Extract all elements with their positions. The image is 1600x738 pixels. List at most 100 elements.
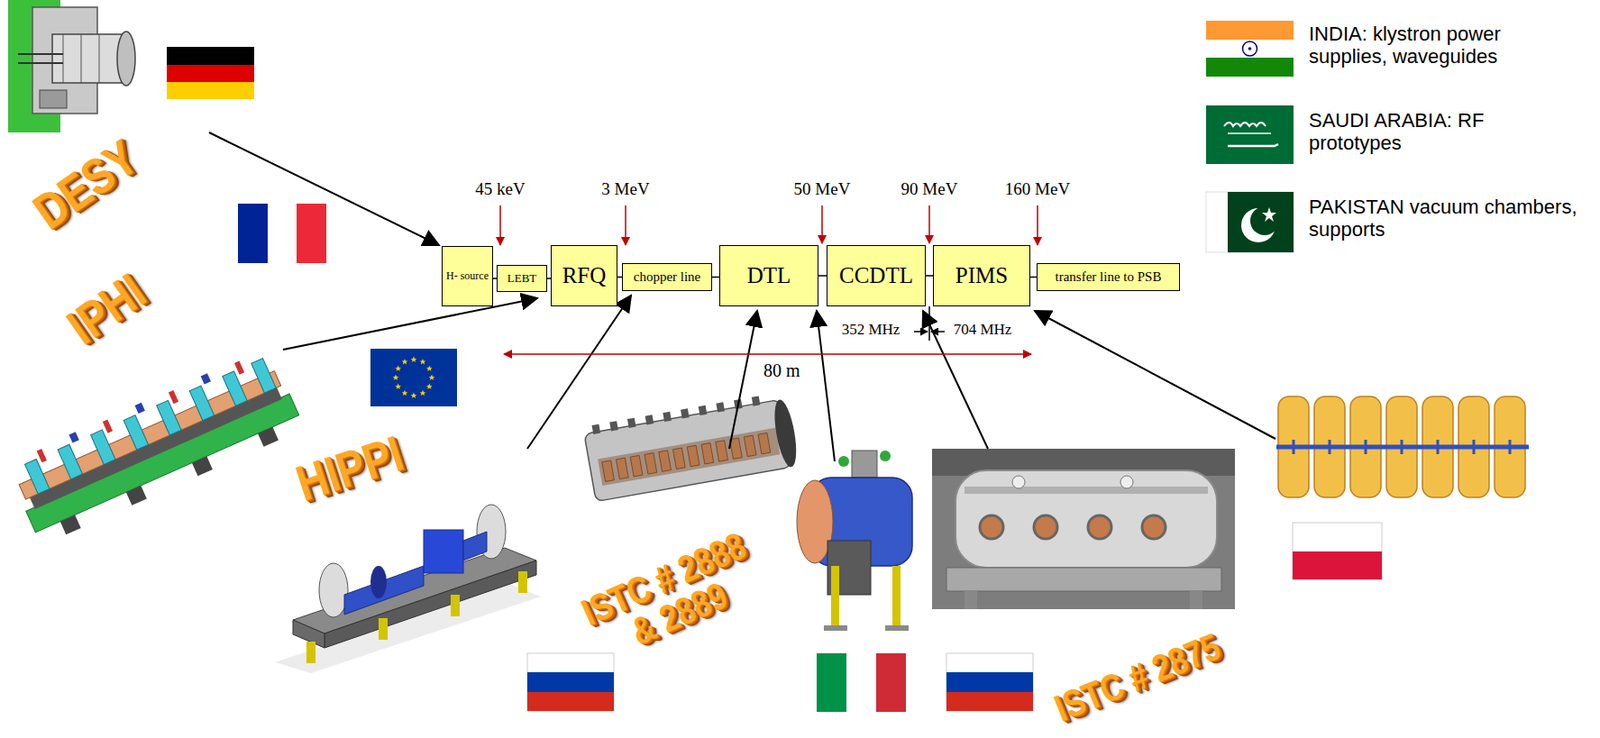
dtl-tank-drawing [597,428,780,486]
chopper-bench-drawing [274,504,541,674]
ccdtl-prototype-photo [1088,515,1112,540]
india-flag [1243,41,1258,56]
process-box: LEBT [496,265,548,293]
energy-marker [624,205,627,246]
india-flag [1248,46,1253,51]
ion-source-drawing [63,34,64,83]
eu-flag [394,365,402,372]
contributor-name: HIPPI [290,428,409,510]
ion-source-drawing [52,34,127,83]
rfq-drawing [251,358,276,394]
dtl-tank-drawing [758,432,771,454]
france-flag [237,203,268,264]
dtl-tank-drawing [715,440,729,462]
dtl-tank-drawing [770,398,801,469]
saudi-flag [1206,105,1294,165]
box-label: RFQ [562,264,607,288]
pims-cavity-drawing [1364,439,1368,455]
ccdtl-prototype-photo [932,448,1235,610]
ccdtl-module-drawing [796,450,913,631]
russia-flag [527,692,614,712]
eu-flag [393,374,400,381]
ion-source-drawing [39,90,67,109]
dtl-tank-drawing [751,395,761,406]
dtl-tank-drawing [698,405,708,416]
frequency-boundary [931,330,945,333]
ccdtl-prototype-photo [979,515,1004,540]
dtl-tank-drawing [602,460,615,482]
eu-flag [394,384,402,390]
box-label: PIMS [955,264,1008,288]
project-number: ISTC # 2888 & 2889 [571,524,771,669]
frequency-label: 352 MHz [841,320,901,339]
ccdtl-module-drawing [831,566,840,630]
chopper-bench-drawing [450,594,460,617]
rfq-drawing [25,458,50,494]
rfq-drawing [192,456,213,476]
dtl-tank-drawing [609,420,619,431]
eu-flag [420,390,427,396]
box-label: DTL [747,264,792,288]
dtl-tank-drawing [701,443,714,465]
dtl-tank-drawing [673,448,686,469]
chopper-bench-drawing [292,548,537,634]
legend-text: SAUDI ARABIA: RF prototypes [1308,109,1484,155]
india-flag [1206,20,1294,77]
poland-flag [1292,522,1382,580]
germany-flag [166,46,255,65]
rfq-drawing [60,514,82,535]
leader-arrow [1034,310,1276,439]
france-flag [267,203,297,264]
chopper-bench-drawing [463,531,487,561]
india-flag [1206,39,1294,58]
contributor-name: IPHI [58,265,154,353]
rfq-drawing [102,420,113,434]
energy-marker [499,205,502,246]
contributor-name: DESY [25,131,147,238]
russia-flag [527,653,614,712]
chopper-bench-drawing [378,618,388,640]
box-label: CCDTL [839,264,914,288]
legend-entry: INDIA: klystron power supplies, waveguid… [1308,22,1580,69]
poland-flag [1292,522,1382,580]
eu-flag [370,348,458,407]
length-dimension [503,353,1032,356]
beam-line-link [1030,276,1037,279]
ccdtl-module-drawing [823,625,848,631]
ccdtl-prototype-photo [955,470,1217,568]
chopper-bench-drawing [370,566,387,599]
rfq-drawing [36,448,47,463]
pims-cavity-drawing [1472,439,1476,455]
project-number: ISTC # 2875 [1049,627,1226,728]
beam-line-link [818,274,827,277]
dtl-tank-drawing [686,445,700,467]
ion-source-drawing [81,34,83,83]
energy-label: 90 MeV [901,179,959,200]
saudi-flag [1224,122,1266,127]
eu-flag [420,358,427,365]
italy-flag [816,653,906,713]
ccdtl-prototype-photo [1142,515,1166,540]
ion-source-drawing [8,0,136,133]
germany-flag [166,82,255,100]
energy-marker [1036,205,1039,246]
box-label: transfer line to PSB [1055,270,1162,285]
rfq-drawing [18,371,282,501]
leader-arrow [283,298,538,350]
energy-label: 3 MeV [601,179,650,200]
dtl-tank-drawing [616,457,630,479]
process-box: RFQ [550,245,618,307]
dtl-tank-drawing [644,453,658,475]
dtl-tank-drawing [592,424,602,435]
chopper-bench-drawing [518,571,528,594]
ion-source-drawing [117,31,136,86]
rfq-drawing [168,390,179,404]
box-label: chopper line [633,270,702,285]
chopper-bench-drawing [344,566,424,615]
energy-marker [821,205,823,244]
dtl-tank-drawing [680,408,690,419]
pims-cavity-drawing [1508,439,1512,455]
pakistan-flag [1206,192,1294,253]
russia-flag [527,653,614,712]
